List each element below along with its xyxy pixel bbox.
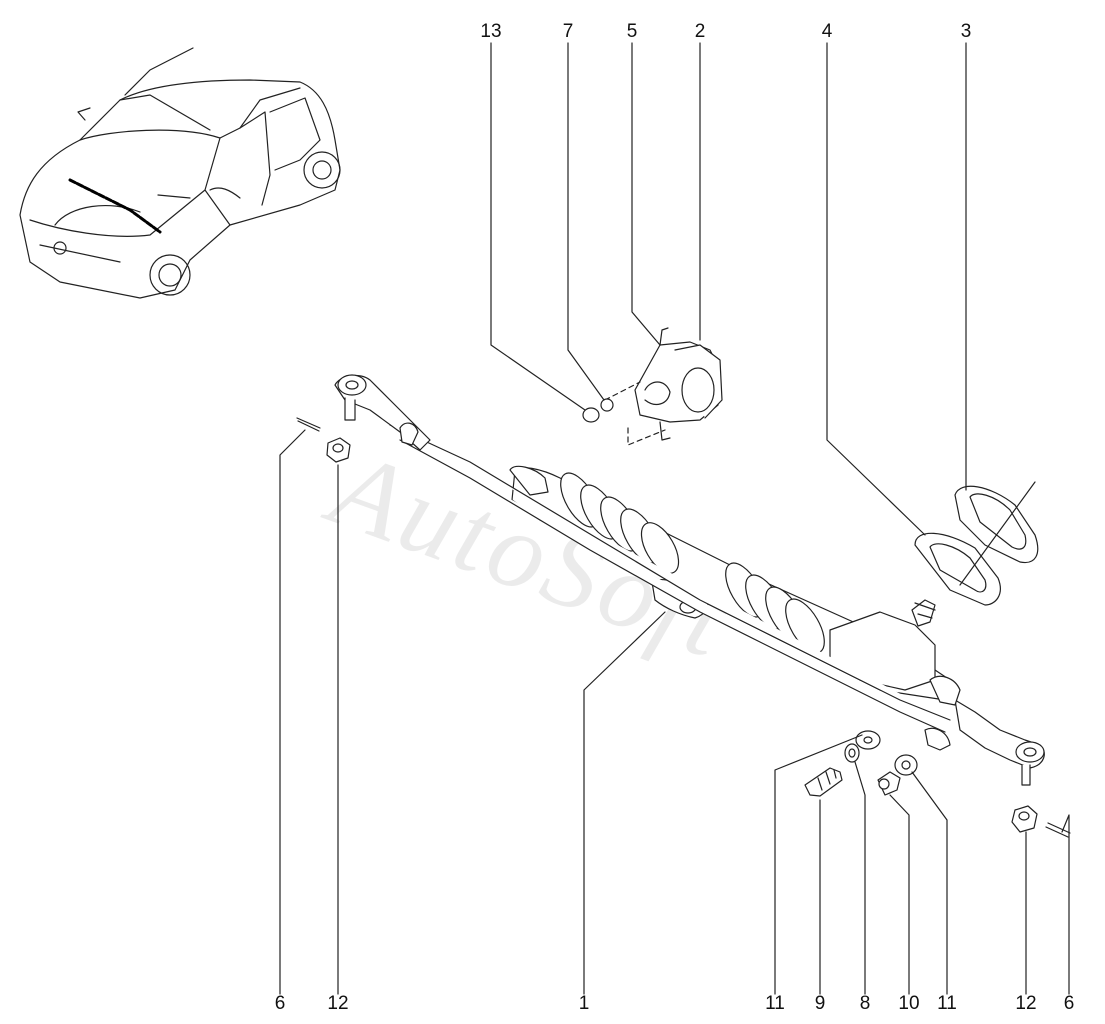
steering-rack-assembly [334, 374, 1045, 786]
callout-2-top: 2 [694, 21, 706, 42]
callout-4-top: 4 [821, 21, 833, 42]
callout-11-b: 11 [937, 993, 957, 1014]
callout-9: 9 [814, 993, 826, 1014]
callout-3-top: 3 [960, 21, 972, 42]
seal-ring-3 [954, 485, 1039, 564]
bracket-dashes [604, 381, 666, 446]
nut-7 [582, 398, 614, 423]
leader-lines [279, 42, 1070, 995]
callout-5-top: 5 [626, 21, 638, 42]
washer-8 [844, 743, 860, 763]
callout-12-left: 12 [327, 993, 349, 1014]
callout-6-right: 6 [1063, 993, 1075, 1014]
axis-line [959, 481, 1036, 586]
bushing-10 [877, 771, 901, 796]
callout-10: 10 [898, 993, 920, 1014]
washer-11-b [894, 754, 918, 776]
nut-12-right [1011, 805, 1038, 833]
clamp-bracket [634, 327, 723, 441]
seal-ring-4 [914, 532, 1001, 606]
callout-7-top: 7 [562, 21, 574, 42]
cotter-pin-left [296, 417, 321, 432]
callout-12-right: 12 [1015, 993, 1037, 1014]
callout-6-left: 6 [274, 993, 286, 1014]
cotter-pin-right [1045, 822, 1071, 838]
callout-11-a: 11 [765, 993, 785, 1014]
bolt-9 [804, 767, 843, 797]
car-thumbnail [19, 47, 341, 299]
washer-11-a [855, 730, 881, 750]
callout-1: 1 [578, 993, 590, 1014]
nut-12-left [326, 437, 351, 463]
callout-8: 8 [859, 993, 871, 1014]
callout-13-top: 13 [480, 21, 502, 42]
